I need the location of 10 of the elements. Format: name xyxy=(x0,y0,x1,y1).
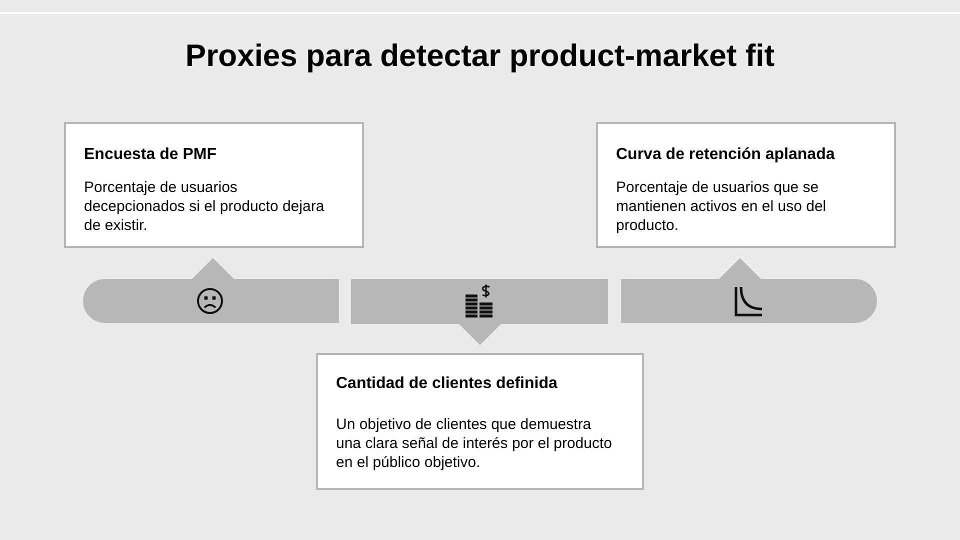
card-description: Porcentaje de usuarios decepcionados si el producto dejara de existir. xyxy=(84,178,326,235)
card-heading: Cantidad de clientes definida xyxy=(336,375,558,393)
info-card xyxy=(64,122,364,248)
card-heading: Curva de retención aplanada xyxy=(616,146,836,164)
card-description: Un objetivo de clientes que demuestra una clara señal de interés por el producto en el público objetivo. xyxy=(336,415,612,472)
card-description: Porcentaje de usuarios que se mantienen activos en el uso del producto. xyxy=(616,178,828,235)
card-heading: Encuesta de PMF xyxy=(84,146,218,164)
info-card xyxy=(316,353,644,490)
info-card xyxy=(596,122,896,248)
title: Proxies para detectar product-market fit xyxy=(184,38,776,74)
